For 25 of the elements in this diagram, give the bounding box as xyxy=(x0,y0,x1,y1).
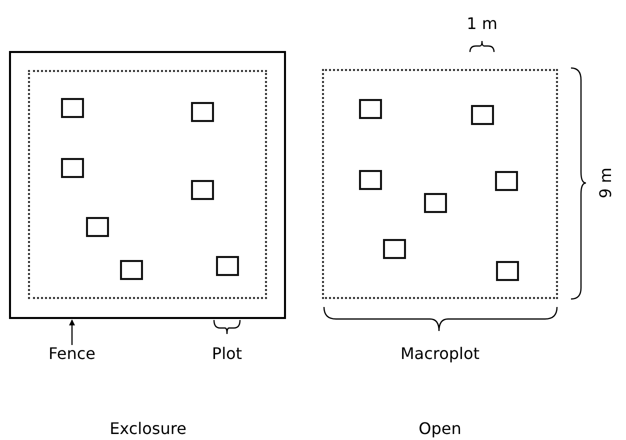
plot-square xyxy=(359,99,382,119)
plot-square xyxy=(120,260,143,280)
plot-square xyxy=(495,171,518,191)
plot-square xyxy=(191,102,214,122)
plot-square xyxy=(61,158,84,178)
plot-square xyxy=(216,256,239,276)
dimension-label: 1 m xyxy=(466,14,498,34)
fence-enclosure xyxy=(9,51,286,319)
macroplot-area xyxy=(322,69,558,299)
plot-square xyxy=(496,261,519,281)
plot-square xyxy=(359,170,382,190)
leader-arrow xyxy=(69,319,75,345)
area-caption: Exclosure xyxy=(110,419,186,439)
plot-label: Plot xyxy=(212,344,242,364)
plot-square xyxy=(86,217,109,237)
plot-square xyxy=(424,193,447,213)
macroplot-label: Macroplot xyxy=(400,344,480,364)
plot-square xyxy=(191,180,214,200)
plot-square xyxy=(61,98,84,118)
plot-square xyxy=(471,105,494,125)
area-caption: Open xyxy=(418,419,462,439)
plot-square xyxy=(383,239,406,259)
macroplot-area xyxy=(28,70,267,299)
fence-label: Fence xyxy=(48,344,96,364)
dimension-label: 9 m xyxy=(596,168,616,198)
